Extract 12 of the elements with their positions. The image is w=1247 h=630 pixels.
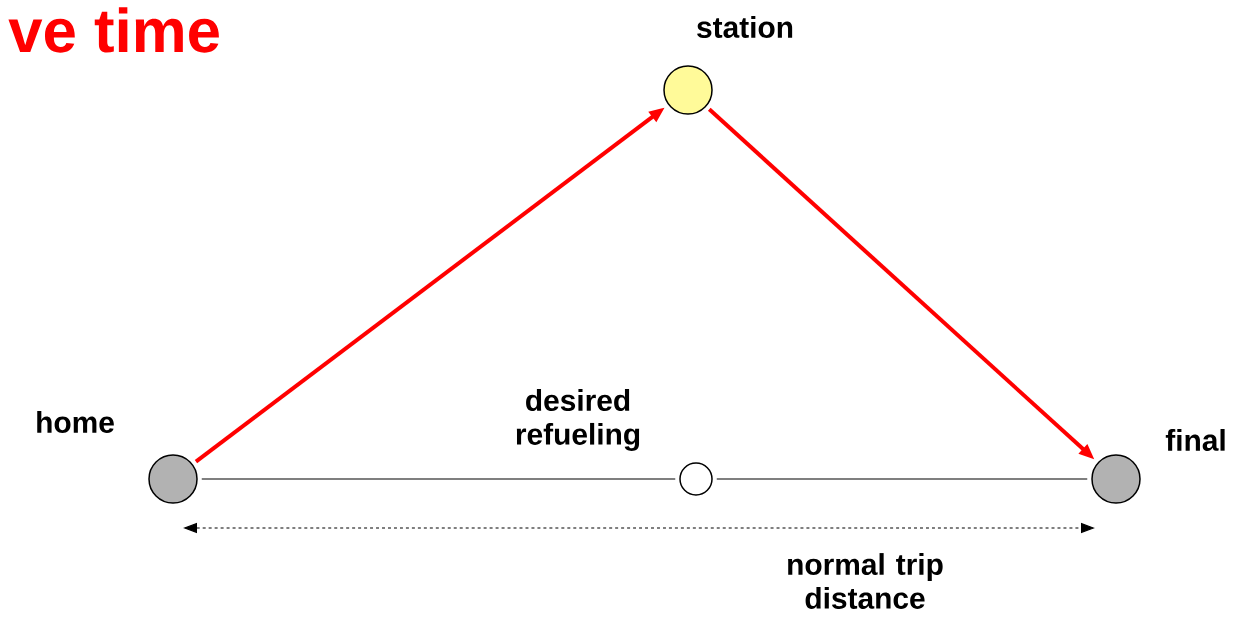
title: ve time <box>8 7 219 53</box>
point-label: desired refueling <box>516 389 640 451</box>
point-marker <box>663 65 713 115</box>
point-label: final <box>1165 429 1225 451</box>
line <box>716 478 1088 480</box>
point-marker <box>679 462 713 496</box>
point-label: station <box>697 16 793 38</box>
point-marker <box>1091 454 1141 504</box>
dimension-label: normal trip distance <box>788 553 943 609</box>
line <box>201 478 676 480</box>
point-marker <box>148 454 198 504</box>
point-label: home <box>37 411 114 433</box>
